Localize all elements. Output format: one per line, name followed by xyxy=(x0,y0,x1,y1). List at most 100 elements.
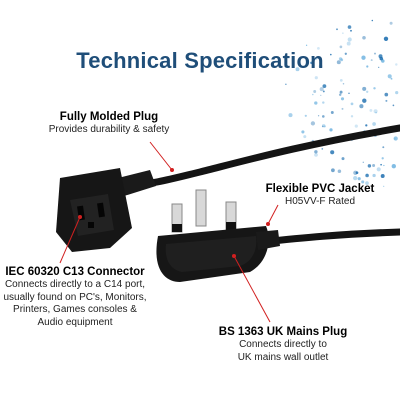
decor-dot xyxy=(342,82,345,85)
decor-dot xyxy=(312,93,314,96)
decor-dot xyxy=(381,157,384,160)
decor-dot xyxy=(373,87,376,90)
callout-heading: IEC 60320 C13 Connector xyxy=(5,266,145,278)
decor-dot xyxy=(336,60,341,65)
decor-dot xyxy=(371,19,374,22)
decor-dot xyxy=(378,66,380,68)
decor-dot xyxy=(395,91,399,95)
callout-uk-plug: BS 1363 UK Mains Plug Connects directly … xyxy=(198,325,368,364)
decor-dot xyxy=(383,36,389,41)
decor-dot xyxy=(370,59,373,62)
decor-dot xyxy=(362,98,367,103)
decor-dot xyxy=(353,170,358,175)
decor-dot xyxy=(366,65,369,68)
callout-text: Printers, Games consoles & xyxy=(13,304,137,316)
decor-dot xyxy=(340,97,345,101)
decor-dot xyxy=(390,77,393,80)
callout-line-pvc-jacket xyxy=(267,204,279,225)
decor-dot xyxy=(310,121,316,126)
decor-dot xyxy=(317,115,320,117)
decor-dot xyxy=(330,150,335,155)
decor-dot xyxy=(362,161,364,163)
decor-dot xyxy=(395,63,398,66)
decor-dot xyxy=(338,93,342,96)
decor-dot xyxy=(339,90,343,94)
cable-upper xyxy=(126,124,400,189)
decor-dot xyxy=(380,163,382,166)
decor-dot xyxy=(313,90,317,93)
decor-dot xyxy=(375,111,377,114)
decor-dot xyxy=(288,113,293,118)
uk-plug-strain-relief xyxy=(256,230,280,250)
decor-dot xyxy=(361,180,365,184)
callout-text: H05VV-F Rated xyxy=(284,196,356,208)
callout-molded-plug: Fully Molded Plug Provides durability & … xyxy=(24,110,194,137)
decor-dot xyxy=(384,92,389,97)
decor-dot xyxy=(322,115,325,118)
callout-heading: Fully Molded Plug xyxy=(59,111,159,123)
decor-dot xyxy=(320,94,322,97)
c13-socket-earth xyxy=(88,222,94,228)
decor-dot xyxy=(355,171,359,175)
decor-dot xyxy=(314,150,318,154)
decor-dot xyxy=(319,87,324,92)
callout-text: Connects directly to a C14 port, xyxy=(4,279,146,291)
decor-dot xyxy=(348,92,350,94)
decor-dot xyxy=(353,175,358,181)
decor-dot xyxy=(301,130,305,134)
decor-dot xyxy=(339,45,343,49)
decor-dot xyxy=(295,67,300,72)
decor-dot xyxy=(385,99,388,102)
decor-dot xyxy=(341,157,345,161)
decor-dot xyxy=(374,52,376,55)
callout-heading: BS 1363 UK Mains Plug xyxy=(218,326,348,338)
c13-socket-slot-right xyxy=(97,202,105,218)
decor-dot xyxy=(310,61,313,65)
decor-dot xyxy=(321,148,324,150)
decor-dot xyxy=(342,32,344,34)
decor-dot xyxy=(340,58,344,62)
callout-text: Audio equipment xyxy=(37,316,113,328)
decor-dot xyxy=(303,135,307,139)
decor-dot xyxy=(372,164,376,167)
decor-dot xyxy=(323,125,326,128)
decor-dot xyxy=(362,86,367,91)
callout-line-uk-plug xyxy=(233,255,271,323)
uk-plug-pin-earth xyxy=(195,189,207,227)
decor-dot xyxy=(359,104,364,109)
decor-dot xyxy=(304,114,307,117)
decor-dot xyxy=(393,136,398,141)
decor-dot xyxy=(379,56,384,61)
decor-dot xyxy=(389,21,393,25)
decor-dot xyxy=(344,52,347,55)
callout-text: usually found on PC's, Monitors, xyxy=(3,291,147,303)
decor-dot xyxy=(285,83,287,85)
decor-dot xyxy=(383,185,385,187)
page-title: Technical Specification xyxy=(76,48,324,73)
decor-dot xyxy=(382,146,385,149)
decor-dot xyxy=(305,44,308,46)
callout-text: UK mains wall outlet xyxy=(237,351,329,363)
decor-dot xyxy=(393,137,396,140)
decor-dot xyxy=(350,29,352,32)
decor-dot xyxy=(372,173,376,178)
decor-dot xyxy=(318,64,323,69)
decor-dot xyxy=(391,164,396,169)
decor-dot xyxy=(383,164,385,167)
decor-dot xyxy=(346,41,351,46)
decor-dot xyxy=(322,84,327,88)
decor-dot xyxy=(336,28,338,31)
decor-dot xyxy=(354,124,358,128)
decor-dot xyxy=(366,90,369,93)
callout-line-molded-plug xyxy=(149,141,173,171)
decor-dot xyxy=(317,47,320,50)
decor-dot xyxy=(339,79,343,82)
c13-strain-relief xyxy=(118,170,156,196)
decor-dot xyxy=(337,169,342,174)
decor-dot xyxy=(330,53,332,56)
decor-dot xyxy=(350,102,354,106)
decor-dot xyxy=(314,101,318,105)
decor-dot xyxy=(347,25,352,29)
